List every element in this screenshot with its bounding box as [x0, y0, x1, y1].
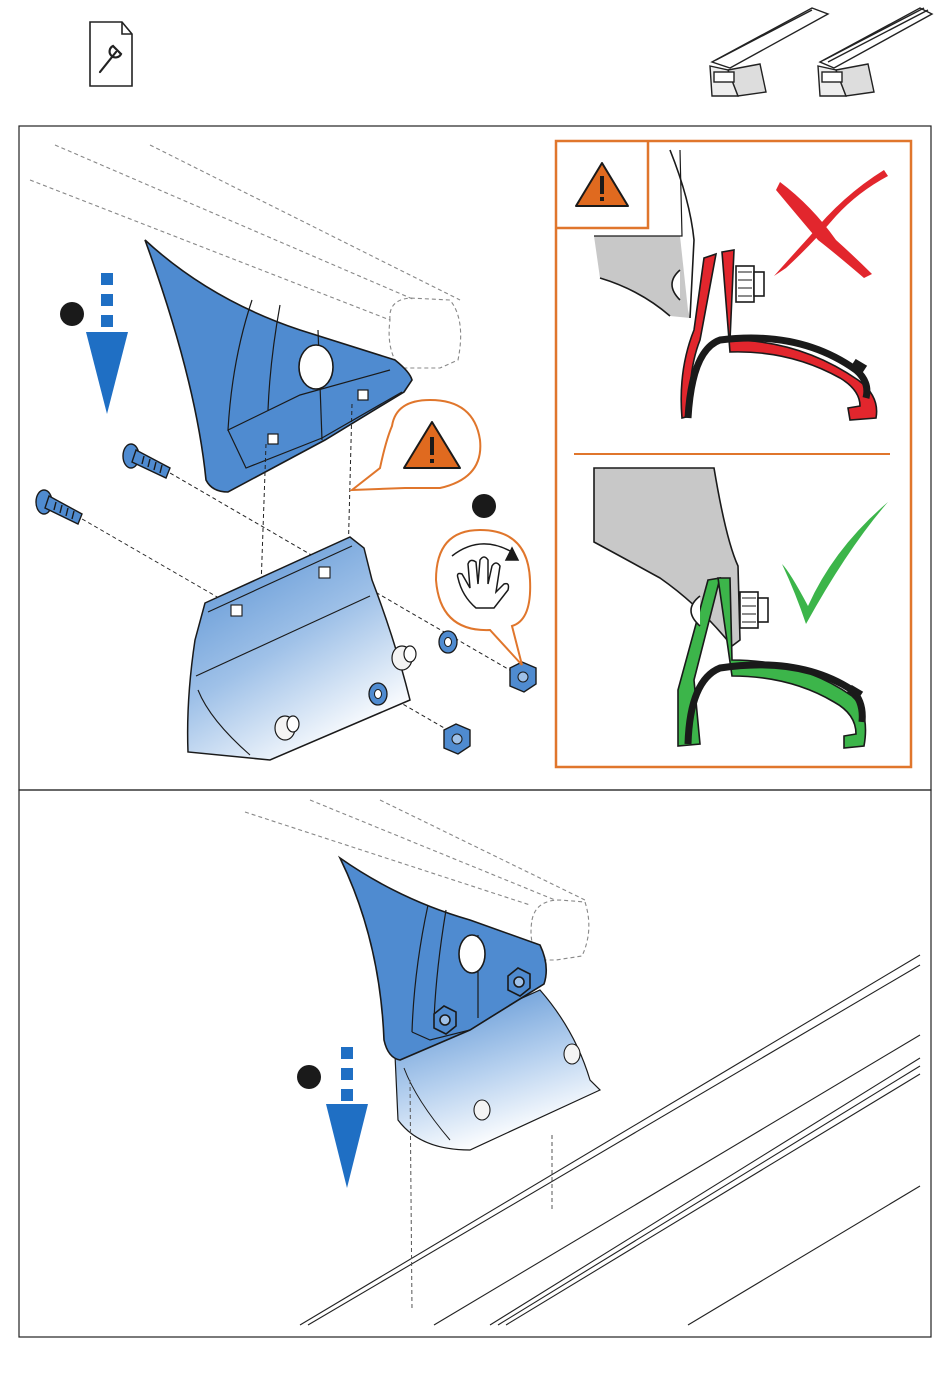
step-2-marker — [472, 494, 496, 518]
nut-lower — [444, 724, 470, 754]
foot-upper-part — [145, 240, 412, 492]
mounted-foot — [340, 858, 600, 1150]
stud-upper — [392, 646, 416, 670]
roof-bar-aluminium-icon — [710, 8, 828, 96]
step-3-marker — [297, 1065, 321, 1089]
bolt-lower — [36, 490, 82, 524]
washer-upper — [439, 631, 457, 653]
nut-upper — [510, 662, 536, 692]
roof-bar-steel-icon — [818, 8, 932, 96]
washer-lower — [369, 683, 387, 705]
warning-callout — [352, 400, 480, 490]
bolt-upper — [123, 444, 170, 478]
document-wrench-icon — [90, 22, 132, 86]
push-down-arrow-icon — [86, 273, 128, 414]
push-down-arrow-icon-2 — [326, 1047, 368, 1188]
step-1-marker — [60, 302, 84, 326]
